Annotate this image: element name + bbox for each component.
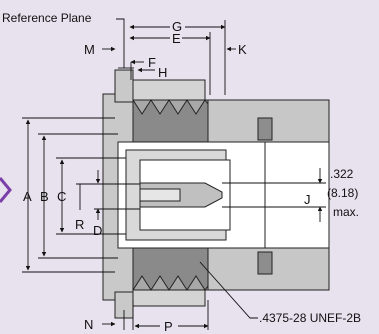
dim-label-n: N [84, 317, 94, 332]
dim-label-r: R [75, 217, 85, 232]
dim-value-label: .322 [330, 167, 354, 181]
connector-body [102, 69, 330, 319]
top-shoulder [132, 79, 206, 101]
top-lug [114, 69, 134, 103]
dimension-lines [22, 18, 326, 330]
dim-label-b: B [40, 189, 49, 204]
dim-label-f: F [148, 55, 156, 70]
nut-bore [264, 141, 330, 249]
dim-label-a: A [23, 189, 32, 204]
dim-label-e: E [172, 31, 181, 46]
upper-thread [132, 98, 209, 143]
dim-qualifier-label: max. [333, 205, 360, 219]
bottom-shoulder [132, 289, 206, 307]
dim-label-m: M [84, 42, 95, 57]
reference-plane-label: Reference Plane [2, 11, 92, 25]
pin-slot [139, 188, 181, 202]
dim-label-j: J [304, 192, 311, 207]
dim-metric-label: (8.18) [327, 186, 359, 200]
edge-chevron [0, 177, 12, 203]
dim-label-k: K [238, 42, 247, 57]
dim-label-c: C [57, 189, 67, 204]
dim-label-d: D [93, 223, 103, 238]
dim-label-h: H [158, 65, 168, 80]
lower-thread [132, 247, 209, 292]
dim-label-p: P [164, 319, 173, 334]
thread-spec-label: .4375-28 UNEF-2B [259, 311, 362, 325]
center-conductor-area [117, 141, 266, 249]
upper-recess [257, 117, 273, 141]
dim-label-g: G [172, 19, 183, 34]
lower-recess [257, 251, 273, 275]
